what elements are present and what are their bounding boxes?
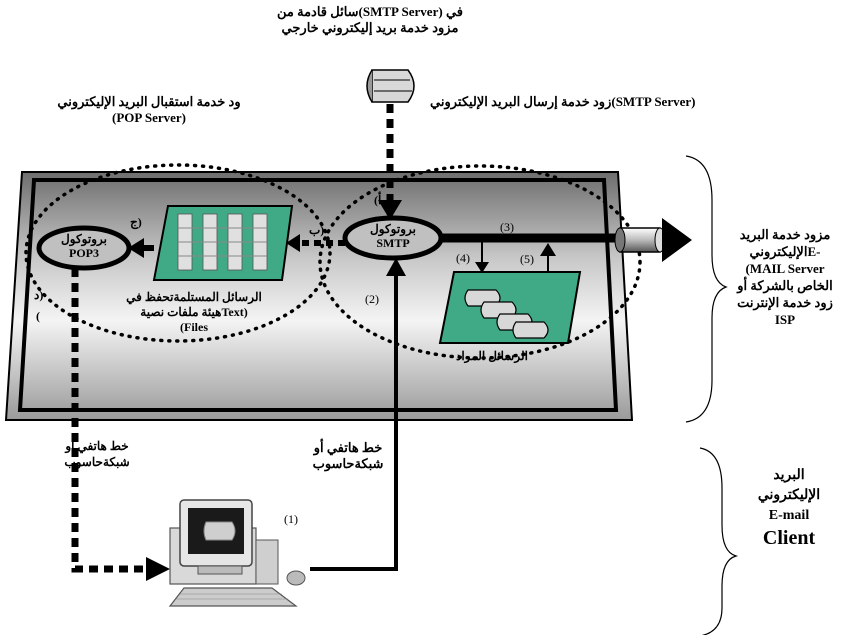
outbound-arrowhead: [662, 218, 692, 262]
right-line-label: خط هاتفي أو شبكةحاسوب: [300, 440, 396, 472]
pop3-bubble-text: بروتوكول POP3: [42, 232, 126, 260]
external-server-icon: [366, 69, 415, 103]
pop-server-line1: ود خدمة استقبال البريد الإليكتروني: [57, 94, 241, 109]
isp-line4: الخاص بالشركة أو: [737, 278, 833, 293]
top-note-line1: في (SMTP Server)سائل قادمة من: [276, 4, 463, 19]
queue-in-arrowhead: [475, 262, 489, 273]
server-panel-inner: [17, 178, 619, 412]
smtp-server-label: (SMTP Server)زود خدمة إرسال البريد الإلي…: [430, 94, 696, 109]
stored-messages-line3: Files): [180, 320, 208, 334]
isp-line6: ISP: [774, 312, 796, 327]
isp-line3: MAIL Server): [745, 261, 825, 276]
step-4: (4): [456, 251, 470, 265]
smtp-bubble-text: بروتوكول SMTP: [350, 222, 436, 250]
smtp-bubble-line2: SMTP: [376, 236, 410, 250]
outgoing-queue: [438, 271, 582, 344]
pop3-to-client-link: [71, 268, 150, 573]
left-line-line2: شبكةحاسوب: [64, 455, 130, 469]
client-arrowhead: [146, 557, 170, 581]
outgoing-messages-label: الرسائل المراد: [456, 349, 528, 363]
isp-line2: -Eالإليكتروني: [749, 244, 821, 259]
client-label: البريد الإليكتروني E-mail Client: [734, 466, 844, 550]
stored-messages-label: الرسائل المستلمةتحفظ في (Textهيئة ملفات …: [110, 290, 278, 335]
computer-icon: [168, 499, 306, 607]
step-3: (3): [500, 220, 514, 234]
client-to-smtp-link: [310, 268, 398, 571]
incoming-arrowhead: [378, 200, 402, 220]
step-c: (ج: [130, 215, 142, 229]
stored-messages-line1: الرسائل المستلمةتحفظ في: [126, 290, 262, 304]
isp-label: مزود خدمة البريد -Eالإليكتروني MAIL Serv…: [726, 226, 844, 328]
right-line-line1: خط هاتفي أو: [313, 440, 383, 455]
client-line2: الإليكتروني: [757, 488, 821, 503]
pop-server-line2: (POP Server): [111, 110, 187, 125]
stored-messages-line2: (Textهيئة ملفات نصية: [140, 305, 248, 319]
left-line-label: خط هاتفي أو شبكةحاسوب: [52, 438, 142, 470]
top-note: في (SMTP Server)سائل قادمة من مزود خدمة …: [210, 4, 530, 36]
step-a: أ): [374, 193, 382, 207]
right-line-line2: شبكةحاسوب: [312, 456, 384, 471]
client-to-smtp-arrowhead: [386, 258, 406, 276]
client-line1: البريد: [773, 468, 805, 483]
mailbox-arrowhead: [286, 234, 300, 252]
queue-out-arrowhead: [540, 243, 556, 256]
step-2: (2): [365, 292, 379, 306]
step-d-close: ): [36, 309, 40, 323]
step-1: (1): [284, 512, 298, 526]
mailbox-storage: [152, 205, 294, 281]
left-line-line1: خط هاتفي أو: [65, 439, 129, 453]
pop3-bubble-line1: بروتوكول: [61, 232, 107, 246]
client-line4: Client: [762, 527, 816, 549]
outbound-pipe: [614, 227, 666, 253]
client-line3: E-mail: [768, 508, 810, 523]
smtp-bubble-line1: بروتوكول: [370, 222, 416, 236]
step-d: (د: [34, 288, 44, 302]
isp-line5: زود خدمة الإنترنت: [737, 295, 833, 310]
pop3-arrowhead: [128, 238, 144, 258]
isp-brace: [685, 155, 728, 423]
step-b: (ب: [309, 223, 325, 237]
top-note-line2: مزود خدمة بريد إليكتروني خارجي: [281, 20, 459, 35]
pop-server-boundary: [24, 163, 332, 343]
pop-server-label: ود خدمة استقبال البريد الإليكتروني (POP …: [24, 94, 274, 126]
pop3-bubble-line2: POP3: [69, 246, 99, 260]
client-brace: [699, 447, 739, 635]
step-5: (5): [520, 252, 534, 266]
isp-line1: مزود خدمة البريد: [739, 227, 831, 242]
smtp-server-boundary: [318, 164, 642, 360]
